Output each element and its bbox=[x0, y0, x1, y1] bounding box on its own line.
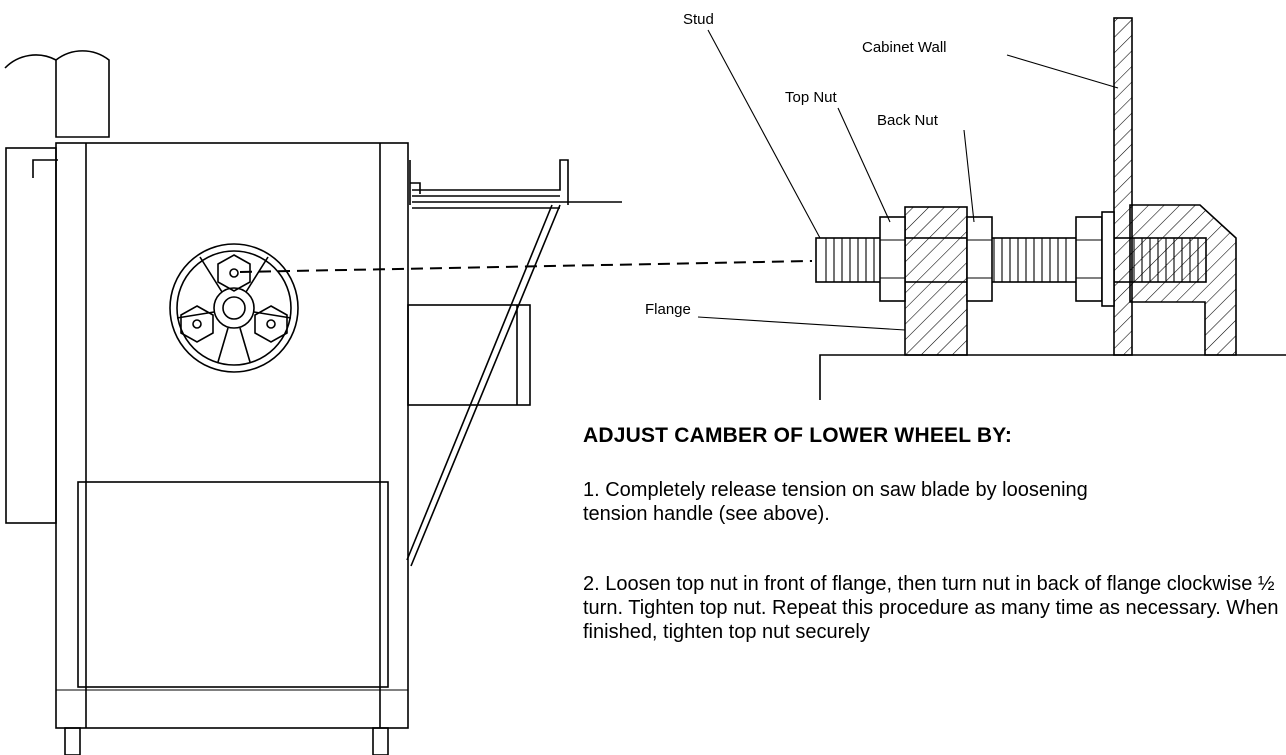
svg-text:Back Nut: Back Nut bbox=[877, 112, 939, 129]
wall-nut bbox=[1075, 211, 1115, 307]
callout-back-nut: Back Nut bbox=[877, 112, 975, 223]
callout-top-nut: Top Nut bbox=[785, 89, 891, 223]
detail-leader-line bbox=[239, 260, 813, 273]
lower-wheel bbox=[169, 243, 299, 373]
instruction-step-1: 1. Completely release tension on saw bla… bbox=[583, 479, 1088, 525]
instruction-step-2: 2. Loosen top nut in front of flange, th… bbox=[583, 573, 1279, 643]
back-nut bbox=[966, 216, 993, 302]
saw-side-view bbox=[4, 50, 622, 755]
svg-text:Stud: Stud bbox=[683, 11, 714, 28]
svg-text:Top Nut: Top Nut bbox=[785, 89, 838, 106]
adjustment-detail-view bbox=[815, 17, 1286, 400]
instructions-heading: ADJUST CAMBER OF LOWER WHEEL BY: bbox=[583, 424, 1013, 447]
svg-text:Cabinet Wall: Cabinet Wall bbox=[862, 39, 946, 56]
svg-text:Flange: Flange bbox=[645, 301, 691, 318]
top-nut bbox=[879, 216, 906, 302]
callout-flange: Flange bbox=[645, 301, 906, 331]
callout-cabinet-wall: Cabinet Wall bbox=[862, 39, 1119, 89]
flange bbox=[904, 206, 968, 356]
callout-stud: Stud bbox=[683, 11, 821, 239]
